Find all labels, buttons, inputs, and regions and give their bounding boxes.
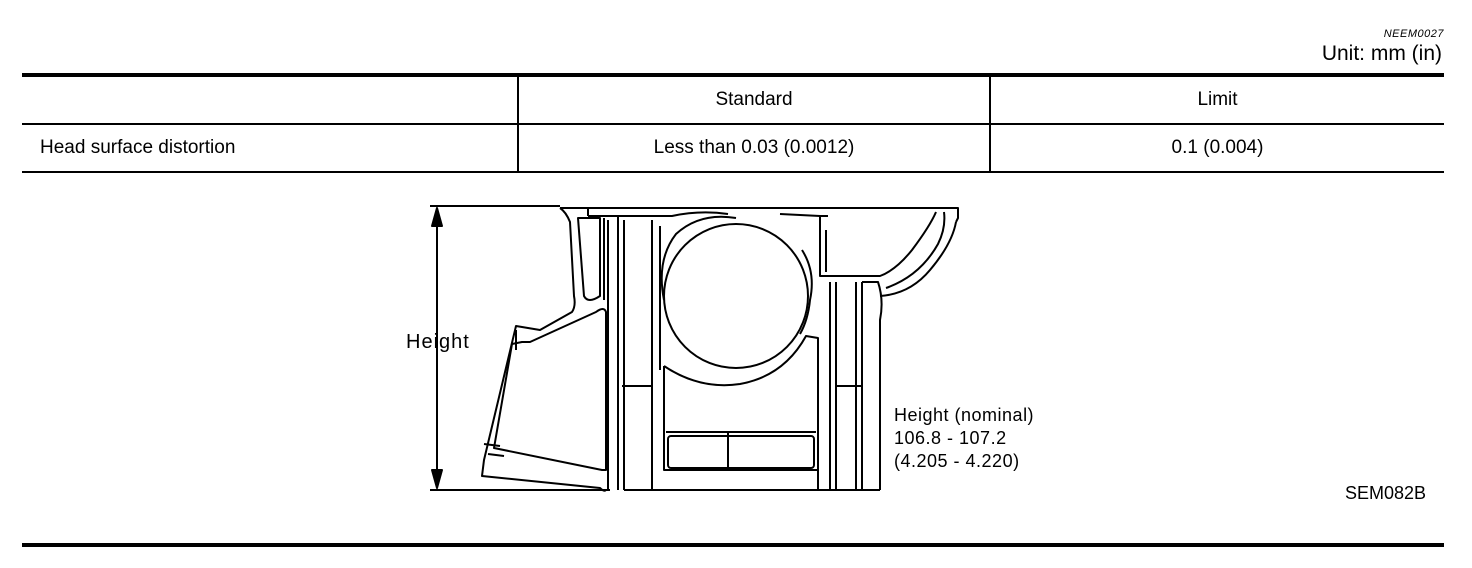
height-label: Height	[406, 331, 470, 353]
top-rule	[22, 73, 1444, 77]
unit-label: Unit: mm (in)	[1321, 42, 1442, 65]
table-row: Head surface distortion Less than 0.03 (…	[22, 124, 1444, 173]
height-dimension	[430, 205, 610, 491]
cell-limit: 0.1 (0.004)	[989, 124, 1444, 173]
document-code: NEEM0027	[1383, 28, 1444, 40]
nominal-title: Height (nominal)	[894, 405, 1035, 425]
table-header-row: Standard Limit	[22, 77, 1444, 125]
bottom-rule	[22, 543, 1444, 547]
spec-table: Standard Limit Head surface distortion L…	[22, 77, 1444, 173]
cell-standard: Less than 0.03 (0.0012)	[517, 124, 990, 173]
header-standard: Standard	[517, 77, 990, 125]
figure-code: SEM082B	[1344, 483, 1426, 503]
nominal-height-spec: Height (nominal) 106.8 - 107.2 (4.205 - …	[894, 404, 1034, 473]
header-limit: Limit	[989, 77, 1444, 125]
nominal-in: (4.205 - 4.220)	[894, 451, 1020, 471]
nominal-mm: 106.8 - 107.2	[894, 428, 1007, 448]
cell-item: Head surface distortion	[22, 124, 518, 173]
header-item	[22, 77, 518, 125]
